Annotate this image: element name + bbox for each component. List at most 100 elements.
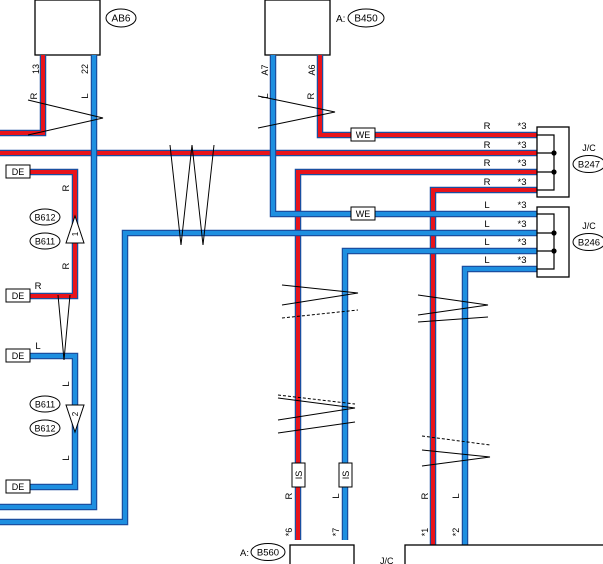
- row-note-label: *3: [518, 158, 527, 169]
- harness-number: 1: [71, 231, 80, 236]
- splice-tag-label: DE: [12, 167, 25, 177]
- splice-tag-label: WE: [356, 209, 371, 219]
- bottom-note: *7: [331, 528, 341, 537]
- wire-blue: [0, 55, 96, 509]
- connector-jc-bottom[interactable]: J/C: [380, 544, 603, 564]
- twist-mark: [421, 449, 491, 467]
- row-color-label: R: [484, 140, 491, 151]
- connector-b450-badge: [347, 8, 385, 28]
- wire-blue: [341, 247, 537, 540]
- twist-mark: [277, 397, 356, 421]
- wire-letter: R: [420, 492, 431, 499]
- joint-connector-b246-jc: J/C: [582, 221, 596, 231]
- splice-tag-label: WE: [356, 130, 371, 140]
- wire-red: [431, 188, 537, 545]
- wire-red: [294, 168, 537, 540]
- connector-b450-label: B450: [354, 14, 378, 25]
- joint-connector-b246-badge: [572, 233, 603, 251]
- wire-blue: [0, 229, 537, 526]
- connector-b450[interactable]: A: B450 A7 A6: [260, 0, 385, 76]
- joint-connector-b247[interactable]: J/C B247: [536, 126, 603, 198]
- twist-mark: [277, 394, 356, 405]
- twist-mark: [417, 294, 489, 316]
- pin-label: 13: [31, 64, 41, 74]
- pin-label: 22: [80, 64, 90, 74]
- splice-tag-we[interactable]: WE: [350, 206, 376, 221]
- joint-connector-b246[interactable]: J/C B246: [536, 206, 603, 278]
- twist-mark: [421, 435, 491, 446]
- row-note-label: *3: [518, 237, 527, 248]
- connector-b560-badge: [250, 543, 286, 561]
- bottom-note: *2: [451, 528, 461, 537]
- harness-ref-lower[interactable]: B611 B612 2: [29, 395, 85, 437]
- wire-letter: L: [61, 455, 72, 460]
- wire-blue: [0, 231, 537, 524]
- harness-ref-upper[interactable]: B612 B611 1: [29, 208, 85, 250]
- twist-mark: [417, 316, 489, 323]
- row-labels: R *3 R *3 R *3 R *3 L *3 L *3 L *3 L *3: [484, 121, 527, 266]
- wire-letter: R: [29, 92, 40, 99]
- bottom-note: *6: [284, 528, 294, 537]
- wire-letter: L: [331, 493, 342, 498]
- connector-b560-prefix: A:: [240, 548, 249, 559]
- connector-jc-bottom-label: J/C: [380, 556, 394, 564]
- wire-letter: R: [284, 492, 295, 499]
- harness-number: 2: [71, 411, 80, 416]
- splice-tag-de[interactable]: DE: [5, 479, 31, 494]
- wire-red: [318, 55, 537, 137]
- wire-letter: L: [80, 93, 91, 98]
- twist-mark: [281, 309, 359, 319]
- twist-mark: [257, 95, 336, 129]
- twist-mark: [169, 144, 215, 246]
- harness-triangle-icon: [65, 404, 85, 434]
- joint-connector-b247-label: B247: [578, 160, 600, 171]
- joint-connector-b246-label: B246: [578, 238, 600, 249]
- wire-blue: [461, 265, 537, 545]
- splice-tag-we[interactable]: WE: [350, 127, 376, 142]
- twist-mark: [277, 421, 356, 434]
- wires-blue: [0, 55, 537, 545]
- connector-b450-prefix: A:: [336, 14, 345, 25]
- twist-mark: [281, 284, 359, 306]
- pin-label: A7: [260, 64, 270, 75]
- wire-letter: R: [61, 262, 72, 269]
- splice-tag-is[interactable]: IS: [338, 462, 353, 488]
- wire-red: [296, 170, 537, 540]
- bottom-notes: *6 *7 *1 *2: [284, 528, 461, 537]
- harness-ref-label: B611: [35, 237, 55, 247]
- wire-letter: L: [35, 341, 40, 352]
- twisted-pair-marks: [27, 95, 491, 467]
- row-color-label: R: [484, 121, 491, 132]
- splice-tag-label: IS: [341, 471, 351, 480]
- row-note-label: *3: [518, 177, 527, 188]
- wire-blue: [343, 249, 537, 540]
- twist-mark: [27, 99, 104, 136]
- splice-tag-label: DE: [12, 482, 25, 492]
- wire-letters: R L L R R R R L L L R L R L: [29, 92, 462, 499]
- splice-tag-de[interactable]: DE: [5, 164, 31, 179]
- harness-ref-label: B612: [34, 213, 55, 223]
- wire-letter: L: [451, 493, 462, 498]
- splice-tag-is[interactable]: IS: [291, 462, 306, 488]
- twist-mark: [57, 294, 71, 361]
- connector-b560-label: B560: [257, 548, 279, 559]
- splice-tag-label: DE: [12, 351, 25, 361]
- wire-blue: [463, 267, 537, 545]
- wire-red: [0, 55, 45, 135]
- row-note-label: *3: [518, 121, 527, 132]
- wire-red: [316, 55, 537, 139]
- joint-connector-b247-badge: [572, 155, 603, 173]
- connector-ab6[interactable]: AB6 13 22: [31, 0, 137, 74]
- connector-b560[interactable]: A: B560: [240, 543, 355, 564]
- harness-ref-label: B612: [34, 424, 55, 434]
- wire-letter: R: [61, 184, 72, 191]
- wire-letter: R: [35, 281, 42, 292]
- wire-letter: L: [260, 93, 271, 98]
- row-color-label: L: [484, 255, 489, 266]
- connector-ab6-badge: [105, 8, 137, 28]
- splice-tag-de[interactable]: DE: [5, 348, 31, 363]
- splice-tag-de[interactable]: DE: [5, 288, 31, 303]
- row-color-label: L: [484, 237, 489, 248]
- connector-ab6-label: AB6: [112, 14, 131, 25]
